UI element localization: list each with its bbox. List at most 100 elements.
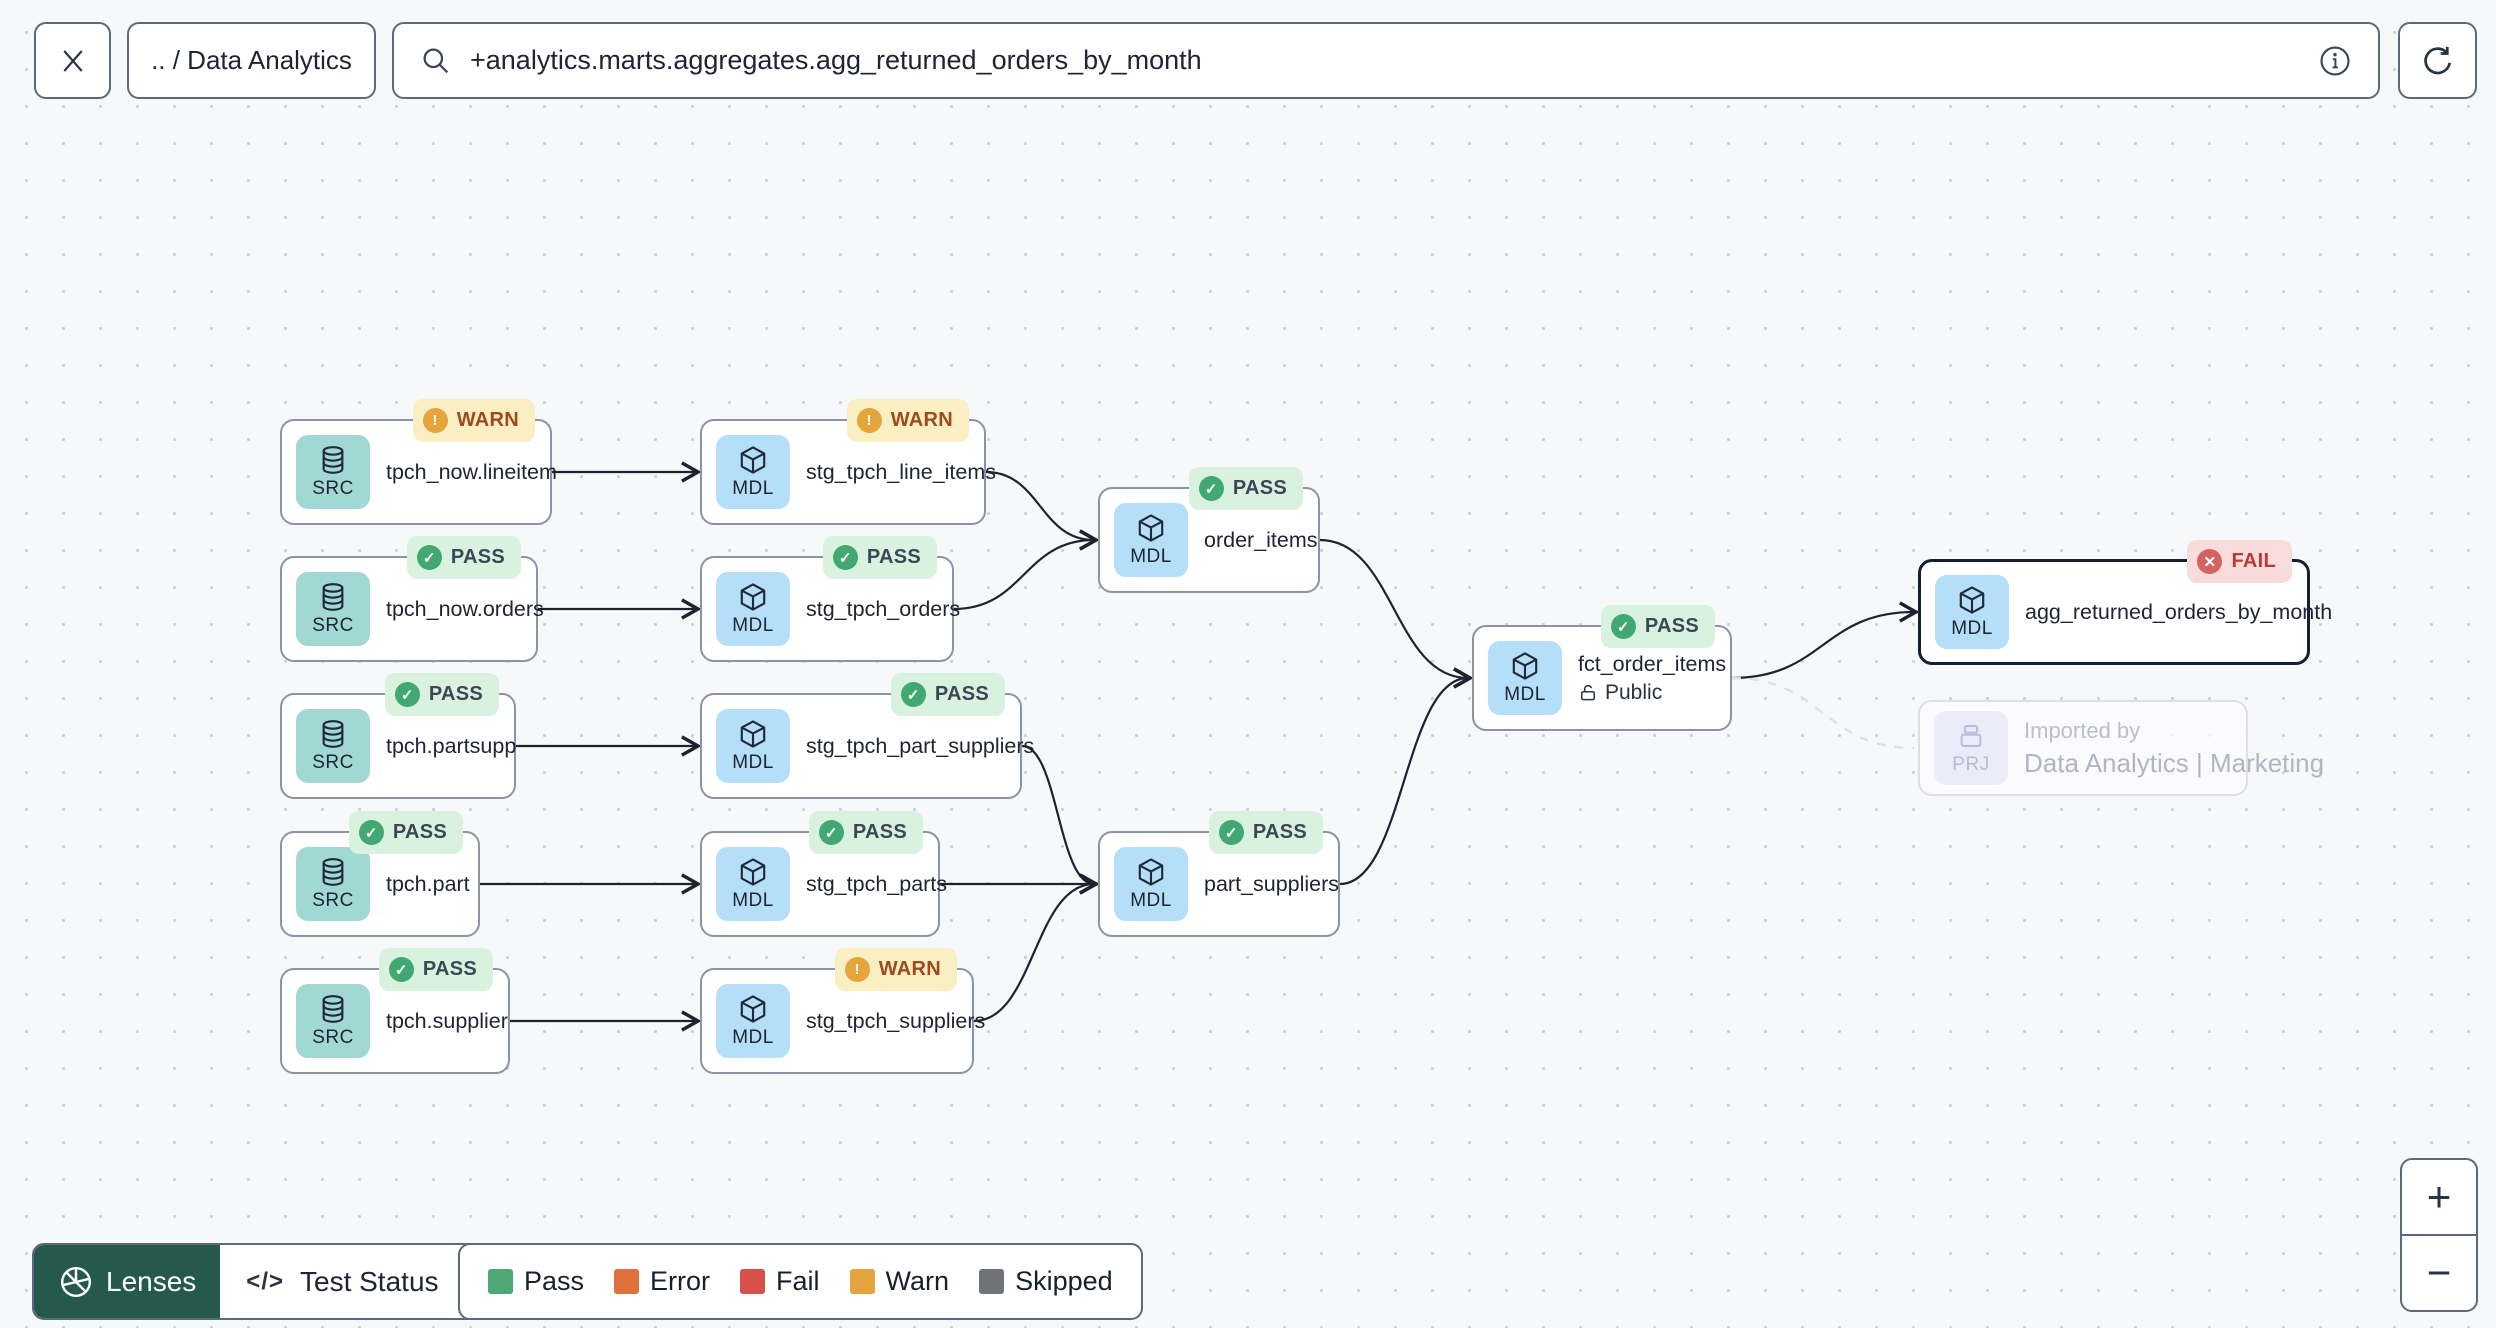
graph-node-tpch_now_orders[interactable]: SRC tpch_now.orders ✓PASS bbox=[280, 536, 544, 662]
node-label: part_suppliers bbox=[1204, 871, 1340, 896]
test-status-badge: ✓PASS bbox=[890, 673, 1005, 716]
test-status-badge: ✓PASS bbox=[1188, 467, 1303, 510]
legend-swatch bbox=[979, 1269, 1005, 1294]
legend-label: Skipped bbox=[1015, 1266, 1113, 1296]
node-label: Data Analytics | Marketing bbox=[2024, 747, 2325, 778]
node-label: order_items bbox=[1204, 527, 1318, 552]
status-warn-icon: ! bbox=[422, 408, 448, 433]
graph-node-stg_tpch_line_items[interactable]: MDL stg_tpch_line_items !WARN bbox=[700, 399, 997, 525]
breadcrumb-label: .. / Data Analytics bbox=[151, 45, 352, 75]
search-input[interactable] bbox=[470, 45, 2300, 76]
legend-label: Pass bbox=[524, 1266, 585, 1296]
legend-swatch bbox=[614, 1269, 640, 1294]
status-pass-icon: ✓ bbox=[394, 682, 420, 707]
node-label: agg_returned_orders_by_month bbox=[2025, 599, 2333, 624]
info-icon[interactable] bbox=[2318, 44, 2352, 78]
public-lock-icon bbox=[1581, 684, 1595, 700]
breadcrumb[interactable]: .. / Data Analytics bbox=[127, 22, 376, 99]
zoom-in-button[interactable]: + bbox=[2402, 1160, 2476, 1236]
model-cube-icon: MDL bbox=[716, 709, 790, 783]
lenses-label: Lenses bbox=[106, 1265, 197, 1297]
node-label: stg_tpch_orders bbox=[806, 596, 961, 621]
status-pass-icon: ✓ bbox=[1218, 820, 1244, 845]
node-label: fct_order_items bbox=[1578, 651, 1727, 676]
status-pass-icon: ✓ bbox=[900, 682, 926, 707]
legend-label: Error bbox=[650, 1266, 711, 1296]
lineage-edge bbox=[973, 873, 1100, 1023]
model-cube-icon: MDL bbox=[1114, 847, 1188, 921]
model-cube-icon: MDL bbox=[1114, 503, 1188, 577]
legend-item-skipped: Skipped bbox=[979, 1266, 1113, 1297]
graph-node-imported_by_project[interactable]: PRJ Imported by Data Analytics | Marketing bbox=[1918, 700, 2325, 796]
database-icon: SRC bbox=[296, 435, 370, 509]
search-bar bbox=[392, 22, 2380, 99]
test-status-badge: ✕FAIL bbox=[2187, 540, 2292, 583]
lineage-edge bbox=[1339, 667, 1474, 886]
model-cube-icon: MDL bbox=[716, 984, 790, 1058]
legend-label: Fail bbox=[776, 1266, 820, 1296]
database-icon: SRC bbox=[296, 847, 370, 921]
node-label: tpch_now.orders bbox=[386, 596, 544, 621]
model-cube-icon: MDL bbox=[1935, 575, 2009, 649]
database-icon: SRC bbox=[296, 572, 370, 646]
graph-node-order_items[interactable]: MDL order_items ✓PASS bbox=[1098, 467, 1320, 593]
status-warn-icon: ! bbox=[856, 408, 882, 433]
model-cube-icon: MDL bbox=[716, 435, 790, 509]
node-label: stg_tpch_line_items bbox=[806, 459, 997, 484]
node-label: tpch.part bbox=[386, 871, 470, 896]
status-pass-icon: ✓ bbox=[1198, 476, 1224, 501]
node-label: tpch.partsupp bbox=[386, 733, 517, 758]
legend-swatch bbox=[488, 1269, 513, 1294]
zoom-out-button[interactable]: − bbox=[2426, 1249, 2452, 1296]
test-status-badge: !WARN bbox=[412, 399, 535, 442]
zoom-controls: + − bbox=[2400, 1158, 2478, 1312]
lens-aperture-icon bbox=[61, 1266, 91, 1297]
close-button[interactable] bbox=[34, 22, 111, 99]
legend-swatch bbox=[740, 1269, 766, 1294]
node-label: stg_tpch_suppliers bbox=[806, 1008, 986, 1033]
test-status-badge: ✓PASS bbox=[822, 536, 937, 579]
graph-node-agg_returned_orders_by_month[interactable]: MDL agg_returned_orders_by_month ✕FAIL bbox=[1918, 540, 2333, 665]
lineage-edge bbox=[1731, 601, 1920, 680]
legend-item-pass: Pass bbox=[488, 1266, 584, 1297]
node-label: stg_tpch_parts bbox=[806, 871, 948, 896]
model-cube-icon: MDL bbox=[716, 572, 790, 646]
test-status-badge: ✓PASS bbox=[348, 811, 463, 854]
graph-node-stg_tpch_orders[interactable]: MDL stg_tpch_orders ✓PASS bbox=[700, 536, 961, 662]
graph-node-tpch_part[interactable]: SRC tpch.part ✓PASS bbox=[280, 811, 480, 937]
test-status-badge: ✓PASS bbox=[808, 811, 923, 854]
refresh-button[interactable] bbox=[2398, 22, 2477, 99]
legend-swatch bbox=[849, 1269, 875, 1294]
status-warn-icon: ! bbox=[844, 957, 870, 982]
test-status-badge: ✓PASS bbox=[384, 673, 499, 716]
status-pass-icon: ✓ bbox=[388, 957, 414, 982]
project-icon: PRJ bbox=[1934, 711, 2008, 785]
test-status-badge: ✓PASS bbox=[378, 948, 493, 991]
node-prelabel: Imported by bbox=[2024, 717, 2141, 743]
lineage-edge bbox=[1731, 676, 1915, 750]
lenses-button[interactable]: Lenses bbox=[34, 1245, 221, 1318]
refresh-icon bbox=[2423, 46, 2451, 74]
status-pass-icon: ✓ bbox=[416, 545, 442, 570]
lens-selector[interactable]: </> Test Status bbox=[220, 1245, 503, 1318]
status-fail-icon: ✕ bbox=[2197, 549, 2223, 574]
graph-node-part_suppliers[interactable]: MDL part_suppliers ✓PASS bbox=[1098, 811, 1340, 937]
lens-selector-label: Test Status bbox=[300, 1265, 439, 1297]
status-pass-icon: ✓ bbox=[1610, 614, 1636, 639]
test-status-badge: !WARN bbox=[846, 399, 969, 442]
node-label: tpch.supplier bbox=[386, 1008, 508, 1033]
legend-item-fail: Fail bbox=[740, 1266, 820, 1297]
legend-item-error: Error bbox=[614, 1266, 710, 1297]
test-status-badge: ✓PASS bbox=[1208, 811, 1323, 854]
lineage-edge bbox=[1319, 538, 1474, 689]
test-status-badge: ✓PASS bbox=[406, 536, 521, 579]
